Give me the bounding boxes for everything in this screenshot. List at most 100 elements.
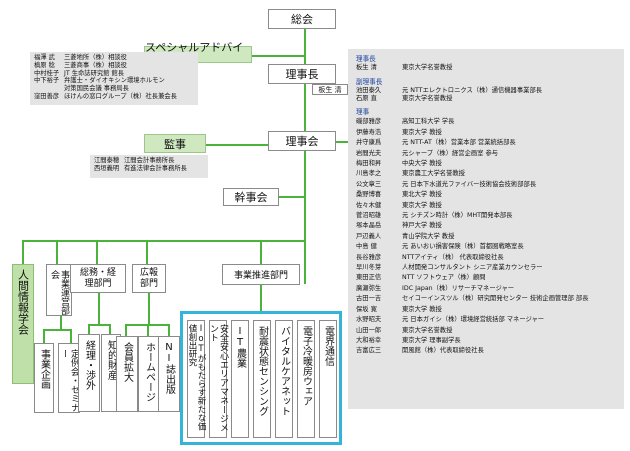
director-name: 池田泰久: [356, 86, 382, 94]
board-label: 理事会: [285, 135, 319, 148]
director-desc: 人材開発コンサルタント シニア産業カウンセラー: [402, 264, 543, 272]
project-label: 耐震状態センシング: [256, 326, 268, 416]
connector-line: [147, 324, 149, 336]
director-desc: 東京農工大学名誉教授: [402, 170, 465, 178]
project-label: 電界通信: [322, 326, 334, 366]
director-name: 公文章三: [356, 180, 382, 188]
director-desc: 元 日本ガイシ（株）環境経営統括部 マネージャー: [402, 316, 545, 324]
auditor-desc: 江間会計事務所長: [124, 157, 175, 164]
advisor-name: 中村桂子: [34, 69, 60, 77]
connector-line: [168, 324, 170, 336]
connector-line: [205, 144, 304, 146]
director-desc: NTTアイティ（株） 代表取締役社長: [402, 253, 504, 261]
director-name: 長谷雅彦: [356, 253, 382, 261]
connector-line: [56, 240, 58, 264]
human-info-society-box: 人間情報学会: [12, 264, 34, 384]
director-row: 梅田和昇中央大学 教授: [356, 159, 616, 169]
director-desc: NTT ソフトウェア（株）顧問: [402, 274, 486, 282]
chairman-box: 理事長: [268, 64, 336, 84]
advisor-desc: JT 生命誌研究館 館長: [64, 69, 125, 77]
project-iot: IoTがもたらす新たな価値創出研究: [187, 320, 206, 438]
auditor-label: 監事: [164, 137, 186, 151]
sub-unit-label: 事業企画: [38, 349, 50, 389]
connector-line: [43, 329, 45, 343]
connector-line: [304, 18, 306, 284]
auditor-name: 江間泰穂: [94, 157, 120, 164]
project-seismic: 耐震状態センシング: [253, 320, 271, 438]
director-name: 伊藤寿浩: [356, 128, 382, 136]
sub-unit-publishing: NI誌出版: [158, 336, 180, 412]
connector-line: [88, 324, 90, 334]
general-meeting-label: 総会: [291, 13, 313, 26]
connector-line: [88, 324, 110, 326]
director-row: 中島 健 元 あいおい損害保険（株）首都圏戦略室長: [356, 242, 616, 252]
director-row: 早川冬芽 人材開発コンサルタント シニア産業カウンセラー: [356, 263, 616, 273]
director-desc: 元 あいおい損害保険（株）首都圏戦略室長: [402, 243, 524, 251]
project-field-comm: 電界通信: [319, 320, 337, 438]
pr-box: 広報部門: [132, 264, 166, 293]
advisor-row: 中下裕子弁護士・ダイオキシン環境ホルモン: [34, 77, 194, 85]
sub-unit-homepage: ホームページ: [138, 336, 160, 412]
board-box: 理事会: [268, 131, 336, 151]
advisor-name: 中下裕子: [34, 77, 60, 85]
director-desc: 高知工科大学 学長: [402, 118, 455, 126]
project-safety-area: 安全安心エリアマネージメント: [208, 320, 228, 438]
director-row: 公文章三元 日本下水道光ファイバー技術協会技術部部長: [356, 180, 616, 190]
director-row: 吉富広三開風館（株）代表取締役社長: [356, 346, 616, 356]
auditor-list: 江間泰穂江間会計事務所長 西垣義明有進法律会計事務所長: [90, 155, 208, 178]
connector-line: [98, 292, 100, 325]
auditor-row: 江間泰穂江間会計事務所長: [94, 157, 204, 165]
directors-panel: 理事長 板生 清東京大学名誉教授 副理事長 池田泰久元 NTTエレクトロニクス（…: [348, 49, 624, 409]
director-name: 中島 健: [356, 243, 377, 251]
business-promotion-box: 事業推進部門: [222, 264, 300, 285]
director-name: 菅沼昭雄: [356, 212, 382, 220]
sub-unit-accounting: 経理・渉外: [78, 334, 100, 412]
director-name: 古田一吉: [356, 295, 382, 303]
project-label: 電子冷暖房ウェア: [300, 326, 312, 406]
advisor-desc: ほけんの窓口グループ（株）社長兼会長: [64, 92, 177, 100]
director-desc: 東京大学名誉教授: [402, 94, 453, 102]
advisor-row: 中村桂子 JT 生命誌研究館 館長: [34, 70, 194, 78]
director-desc: 東京大学 理事副学長: [402, 336, 461, 344]
sub-unit-planning: 事業企画: [34, 343, 54, 413]
director-row: 戸辺義人青山学院大学 教授: [356, 232, 616, 242]
director-name: 大和裕幸: [356, 336, 382, 344]
director-name: 川島孝之: [356, 170, 382, 178]
chair-role-label: 理事長: [356, 55, 376, 63]
director-desc: 東京大学 教授: [402, 201, 442, 209]
member-role-label: 理事: [356, 108, 370, 117]
chairman-label: 理事長: [285, 68, 319, 81]
project-group: IoTがもたらす新たな価値創出研究 安全安心エリアマネージメント IT農業 耐震…: [180, 311, 342, 445]
project-vital-care: バイタルケアネット: [275, 320, 293, 438]
director-row: 菅沼昭雄元 シチズン時計（株）MHT開発本部長: [356, 211, 616, 221]
director-row: 佐々木健 東京大学 教授: [356, 201, 616, 211]
director-desc: 東京大学名誉教授: [402, 326, 453, 334]
business-promotion-label: 事業推進部門: [233, 271, 288, 281]
chairman-name: 板生 清: [318, 85, 342, 94]
general-affairs-box: 総務・経理部門: [70, 264, 126, 293]
executive-label: 幹事会: [234, 191, 268, 204]
director-name: 板生 清: [356, 64, 377, 71]
director-name: 早川冬芽: [356, 264, 382, 272]
director-name: 桑野博喜: [356, 191, 382, 199]
director-desc: 東京大学 教授: [402, 305, 442, 313]
director-name: 廣瀬弥生: [356, 284, 382, 292]
business-management-box: 事業運営部会: [46, 264, 72, 316]
sub-unit-seminar: 定例会・セミナー: [58, 343, 80, 413]
director-desc: 東京大学名誉教授: [402, 64, 453, 71]
director-desc: 神戸大学 教授: [402, 222, 442, 230]
project-hvac-wear: 電子冷暖房ウェア: [297, 320, 315, 438]
business-management-label: 事業運営部会: [49, 270, 69, 315]
general-meeting-box: 総会: [268, 9, 336, 29]
director-row: 長谷雅彦 NTTアイティ（株） 代表取締役社長: [356, 253, 616, 263]
sub-unit-label: ホームページ: [143, 342, 155, 402]
director-desc: 青山学院大学 教授: [402, 232, 455, 240]
director-name: 佐々木健: [356, 201, 382, 209]
connector-line: [70, 329, 72, 343]
human-info-society-label: 人間情報学会: [16, 269, 30, 335]
connector-line: [125, 324, 127, 336]
project-label: 安全安心エリアマネージメント: [208, 324, 228, 432]
director-name: 磯部雅彦: [356, 118, 382, 126]
